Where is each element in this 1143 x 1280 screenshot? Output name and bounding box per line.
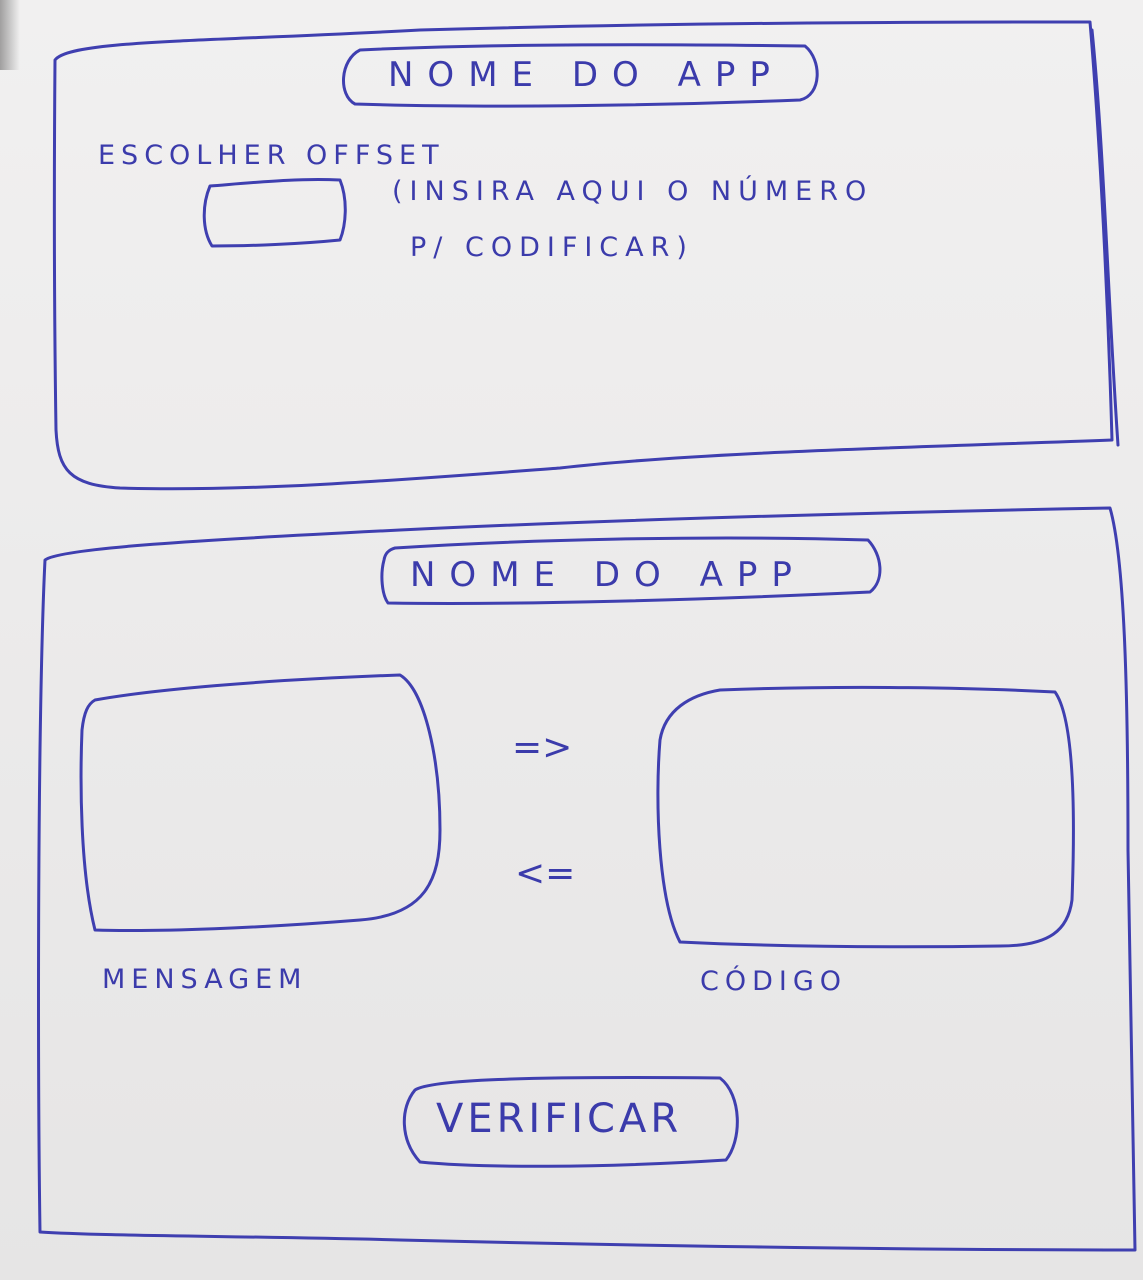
offset-hint-line2: P/ CODIFICAR): [410, 232, 694, 263]
encode-arrow-button[interactable]: =>: [512, 727, 573, 768]
decode-arrow-button[interactable]: <=: [515, 853, 576, 894]
code-box: [656, 685, 1075, 949]
screen1-app-title: NOME DO APP: [388, 55, 784, 95]
message-textarea[interactable]: [96, 700, 426, 918]
code-textarea[interactable]: [672, 698, 1062, 938]
screen2-frame: [37, 506, 1137, 1252]
message-label: MENSAGEM: [102, 964, 308, 995]
screen1-frame-overstroke: [1090, 28, 1120, 447]
screen2-app-title: NOME DO APP: [410, 555, 806, 595]
paper-shadow: [0, 0, 20, 70]
offset-input[interactable]: [214, 190, 334, 238]
screen2-title-frame: [380, 536, 882, 605]
verify-button-label: VERIFICAR: [436, 1096, 683, 1142]
offset-hint-line1: (INSIRA AQUI O NÚMERO: [392, 176, 874, 207]
verify-button-frame: [402, 1076, 739, 1168]
offset-label: ESCOLHER OFFSET: [98, 140, 445, 171]
screen1-frame: [52, 20, 1114, 491]
verify-button[interactable]: VERIFICAR: [418, 1086, 730, 1158]
code-label: CÓDIGO: [700, 966, 848, 997]
offset-input-box: [202, 177, 347, 248]
message-box: [79, 673, 442, 933]
screen1-title-frame: [342, 43, 819, 108]
